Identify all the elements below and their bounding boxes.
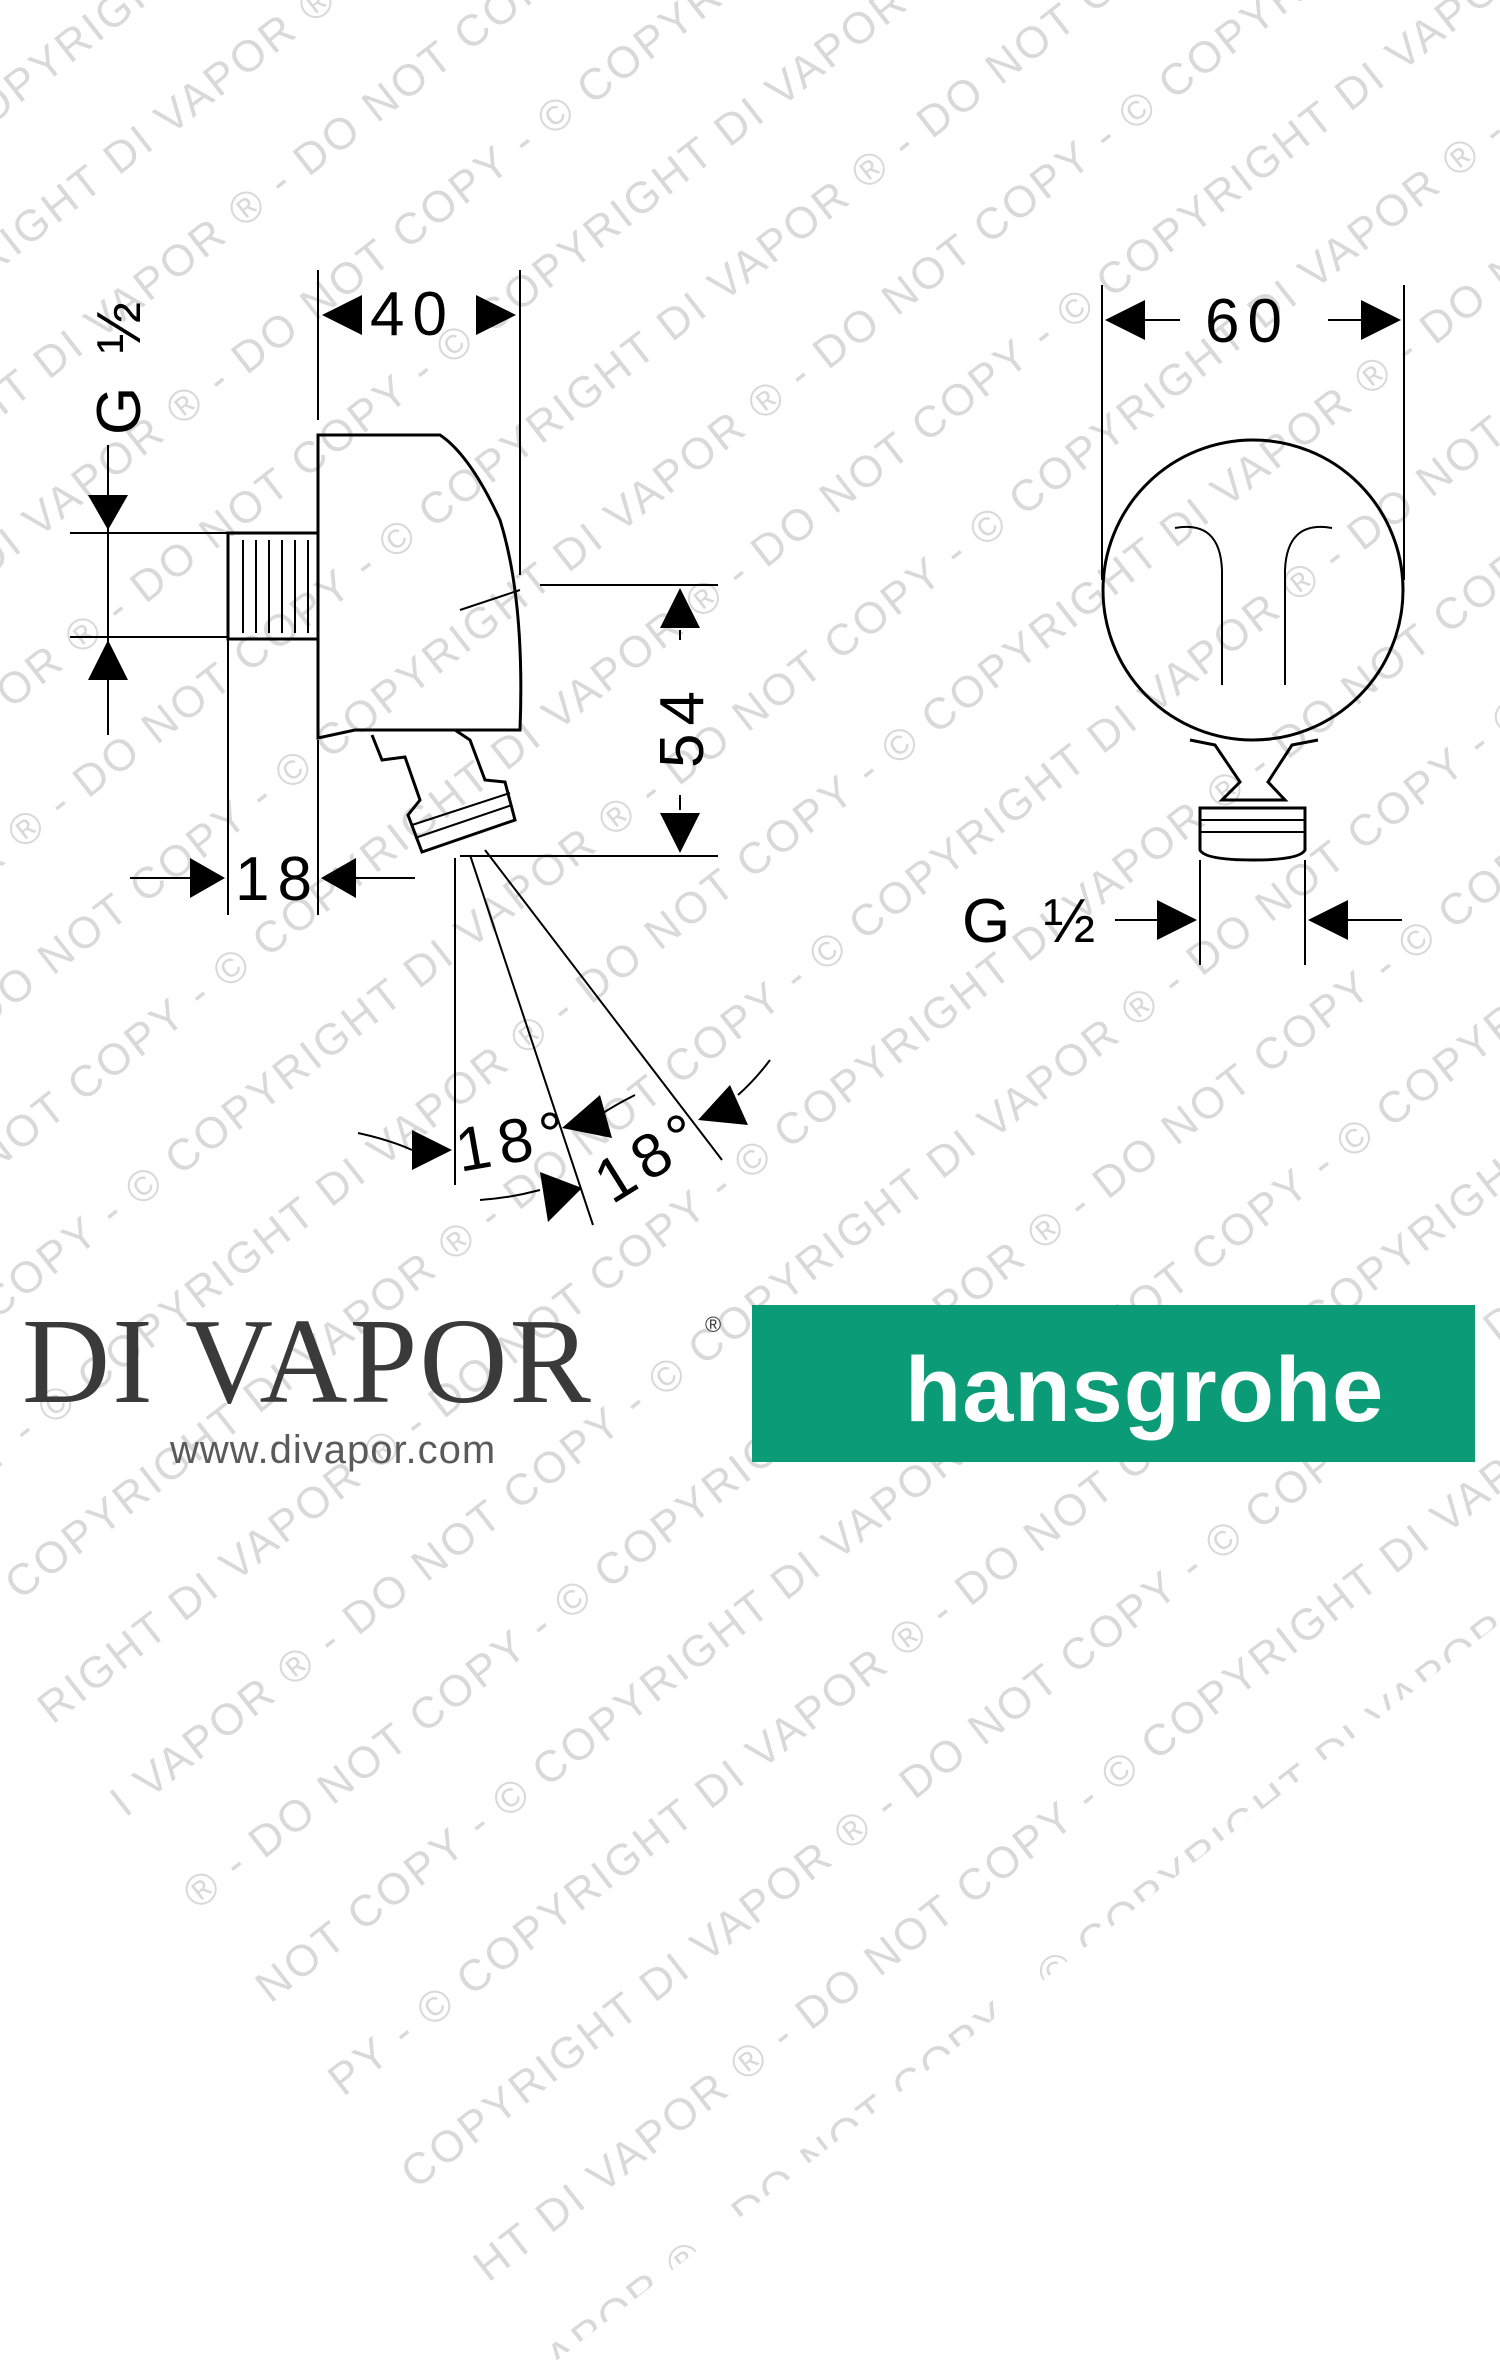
side-offset-label: 18	[235, 845, 320, 914]
side-width-label: 40	[370, 280, 455, 349]
divapor-logo: DI VAPOR	[22, 1294, 593, 1429]
hansgrohe-logo: hansgrohe	[905, 1339, 1385, 1441]
front-thread-label: G ½	[962, 887, 1103, 956]
angle-label-1: 18°	[450, 1097, 578, 1185]
side-thread-label: G ½	[85, 294, 154, 435]
front-body-circle	[1101, 438, 1405, 742]
front-outlet-nut	[1198, 806, 1307, 862]
hansgrohe-logo-box	[752, 1305, 1475, 1462]
side-inlet-connector	[226, 531, 320, 641]
front-width-label: 60	[1205, 287, 1290, 356]
front-slot-right	[1284, 525, 1333, 685]
front-view	[1101, 285, 1405, 965]
side-body-outline	[316, 433, 523, 740]
technical-drawing: 40 G ½ 18 54 18° 18°	[70, 270, 1405, 1226]
side-body-inner-curve	[459, 589, 521, 611]
front-outlet-swivel	[1189, 738, 1319, 802]
side-height-label: 54	[648, 683, 717, 768]
side-view	[70, 270, 771, 1226]
side-outlet-swivel	[370, 728, 517, 854]
registered-mark: ®	[705, 1312, 722, 1337]
front-slot-left	[1174, 525, 1223, 685]
website-url[interactable]: www.divapor.com	[170, 1428, 497, 1472]
side-inlet-thread-lines	[242, 540, 309, 633]
